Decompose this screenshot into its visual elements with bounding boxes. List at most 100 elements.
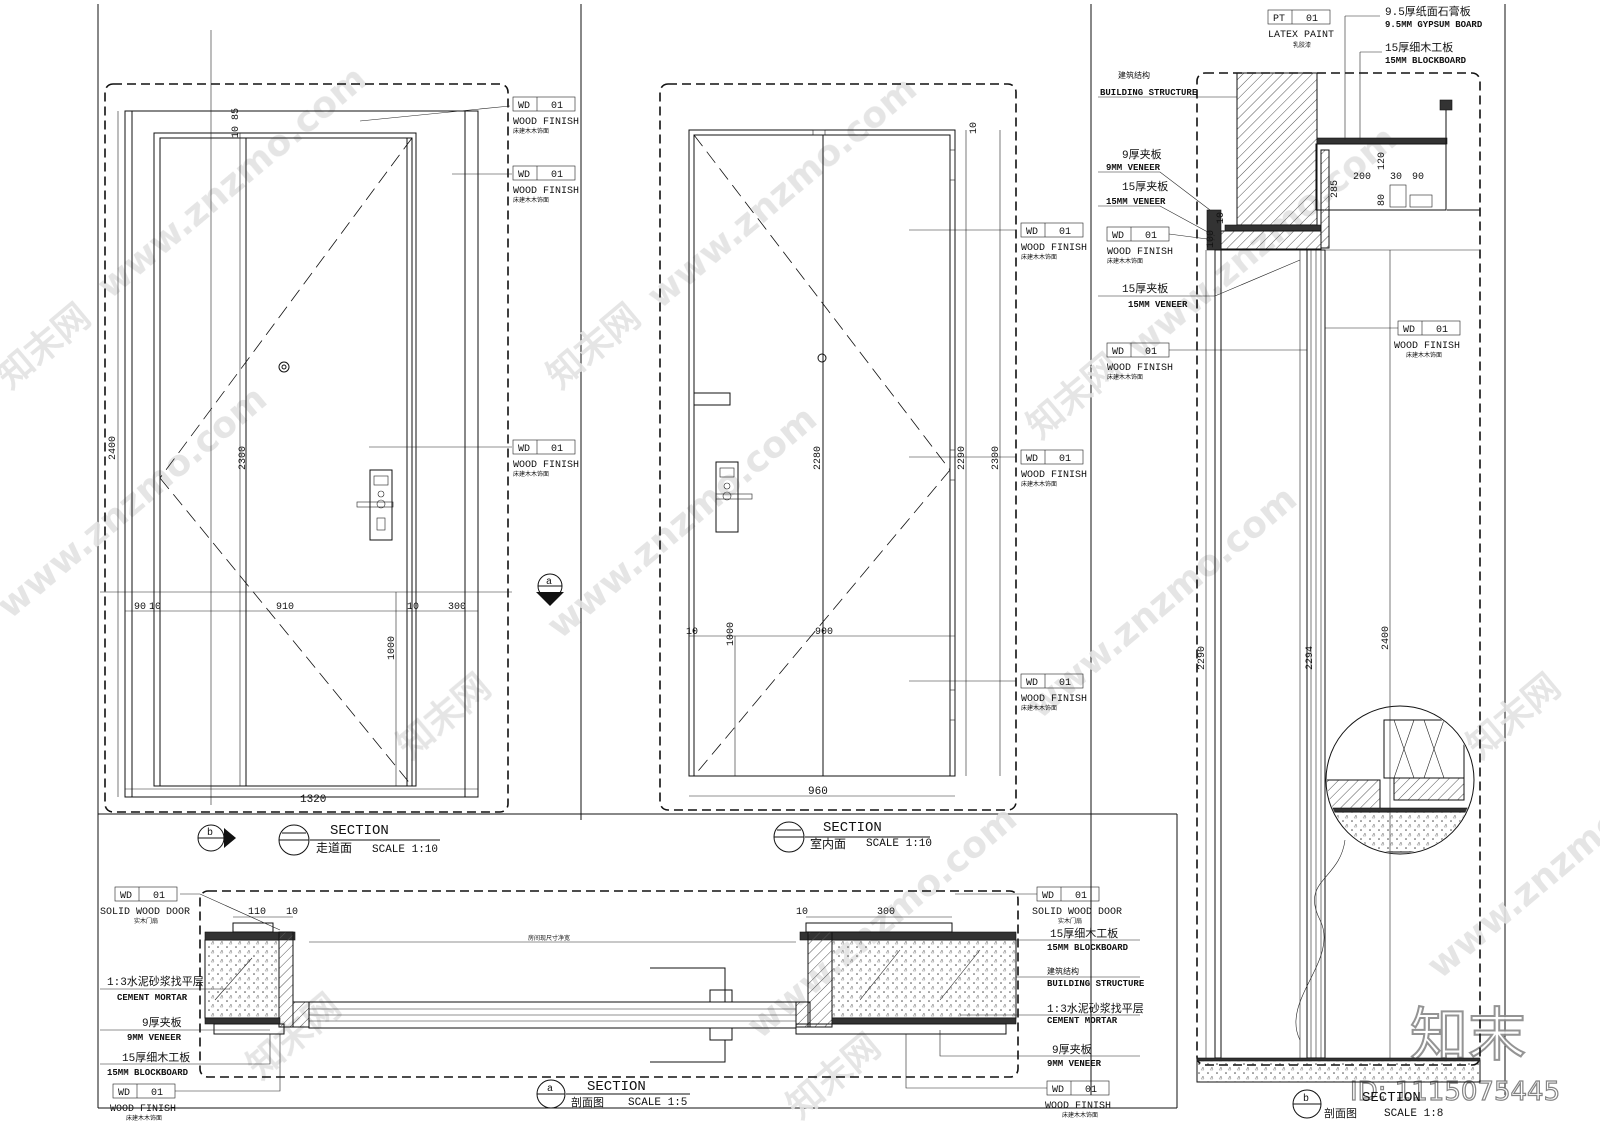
note-cn: 1:3水泥砂浆找平层: [107, 974, 204, 989]
dim-label: 2290: [1197, 646, 1208, 670]
svg-text:床建木木饰面: 床建木木饰面: [513, 470, 549, 478]
note-en: 15MM BLOCKBOARD: [1047, 943, 1129, 953]
svg-text:床建木木饰面: 床建木木饰面: [1021, 480, 1057, 488]
svg-text:WD: WD: [118, 1088, 130, 1099]
svg-text:WOOD FINISH: WOOD FINISH: [110, 1104, 176, 1115]
svg-text:WD: WD: [1026, 454, 1038, 465]
note-en: 15MM VENEER: [1106, 197, 1166, 207]
note-cn: 房间现尺寸净宽: [528, 934, 570, 942]
dim-label: 1000: [726, 622, 737, 646]
dim-label: 120: [1377, 152, 1388, 170]
watermark-text: 知末网: [1459, 666, 1568, 767]
dim-label: 300: [877, 907, 895, 918]
note-en: BUILDING STRUCTURE: [1100, 88, 1198, 98]
dim-label: 90: [134, 602, 146, 613]
dim-label: 10: [149, 602, 161, 613]
left-detail-boundary: [104, 83, 509, 813]
left-lockset: [356, 469, 394, 541]
svg-text:01: 01: [551, 101, 563, 112]
svg-text:SOLID WOOD DOOR: SOLID WOOD DOOR: [100, 907, 190, 918]
watermark-text: www.znzmo.com: [0, 378, 275, 627]
svg-text:01: 01: [1059, 678, 1071, 689]
note-cn: 15厚细木工板: [1385, 40, 1453, 55]
note-cn: 建筑结构: [1047, 966, 1079, 976]
detail-magnifier: [1325, 705, 1475, 855]
note-cn: 15厚夹板: [1122, 281, 1168, 296]
left-title-block: SECTION 走道面 SCALE 1:10: [278, 823, 440, 856]
svg-text:WD: WD: [1403, 325, 1415, 336]
dim-label: 2400: [1381, 626, 1392, 650]
svg-text:01: 01: [1059, 227, 1071, 238]
dim-label: 1000: [387, 636, 398, 660]
left-elevation: 10 85 2400 2300 90 10 910 10 300 1000 13…: [100, 30, 579, 856]
note-cn: 9厚夹板: [1122, 147, 1162, 162]
title-section: SECTION: [823, 820, 882, 836]
note-en: BUILDING STRUCTURE: [1047, 979, 1145, 989]
svg-text:01: 01: [153, 891, 165, 902]
swing-line: [159, 477, 413, 787]
svg-text:WOOD FINISH: WOOD FINISH: [513, 460, 579, 471]
svg-text:实木门扇: 实木门扇: [1058, 917, 1082, 925]
svg-text:PT: PT: [1273, 14, 1285, 25]
dim-label: 1320: [300, 794, 326, 806]
note-en: 9MM VENEER: [127, 1033, 182, 1043]
dim-label: 10: [1216, 212, 1227, 224]
title-scale: SCALE 1:10: [866, 838, 932, 850]
watermark-text: 知末网: [389, 666, 498, 767]
note-en: CEMENT MORTAR: [117, 993, 188, 1003]
note-cn: 建筑结构: [1118, 70, 1150, 80]
dim-label: 10: [286, 907, 298, 918]
svg-text:WOOD FINISH: WOOD FINISH: [1021, 243, 1087, 254]
watermark-text: www.znzmo.com: [639, 68, 924, 317]
dim-label: 285: [1330, 180, 1341, 198]
dim-label: 2294: [1305, 646, 1316, 670]
note-cn: 15厚细木工板: [1050, 926, 1118, 941]
svg-text:01: 01: [1085, 1085, 1097, 1096]
svg-text:WD: WD: [1026, 227, 1038, 238]
svg-text:WD: WD: [120, 891, 132, 902]
svg-text:床建木木饰面: 床建木木饰面: [1406, 351, 1442, 359]
svg-text:a: a: [546, 577, 552, 588]
svg-text:WOOD FINISH: WOOD FINISH: [1107, 363, 1173, 374]
note-en: CEMENT MORTAR: [1047, 1016, 1118, 1026]
svg-text:b: b: [1303, 1093, 1309, 1105]
dim-label: 910: [276, 602, 294, 613]
dim-label: 2300: [238, 446, 249, 470]
svg-text:床建木木饰面: 床建木木饰面: [1021, 704, 1057, 712]
watermark-text: www.znzmo.com: [539, 398, 824, 647]
title-subtitle: 剖面图: [1324, 1106, 1357, 1120]
swing-line: [693, 134, 951, 471]
svg-text:乳胶漆: 乳胶漆: [1293, 41, 1311, 49]
svg-text:WD: WD: [1112, 231, 1124, 242]
svg-text:WD: WD: [518, 444, 530, 455]
svg-text:WOOD FINISH: WOOD FINISH: [1107, 247, 1173, 258]
dim-label: 100: [1206, 230, 1217, 248]
svg-text:01: 01: [1145, 231, 1157, 242]
middle-detail-boundary: [659, 83, 1017, 811]
bottom-detail-boundary: [199, 890, 1019, 1078]
svg-text:WD: WD: [1112, 347, 1124, 358]
svg-text:01: 01: [1306, 14, 1318, 25]
dim-label: 10 85: [231, 108, 242, 138]
svg-text:WD: WD: [1052, 1085, 1064, 1096]
dim-label: 80: [1377, 194, 1388, 206]
note-en: 15MM BLOCKBOARD: [107, 1068, 189, 1078]
svg-text:01: 01: [1145, 347, 1157, 358]
left-wall-structure: [204, 939, 280, 1019]
lever-handle-plan: [650, 967, 733, 1063]
svg-text:a: a: [547, 1084, 553, 1095]
dim-label: 110: [248, 907, 266, 918]
watermark-text: 知末网: [1019, 346, 1128, 447]
svg-text:01: 01: [1075, 891, 1087, 902]
note-en: 15MM BLOCKBOARD: [1385, 56, 1467, 66]
